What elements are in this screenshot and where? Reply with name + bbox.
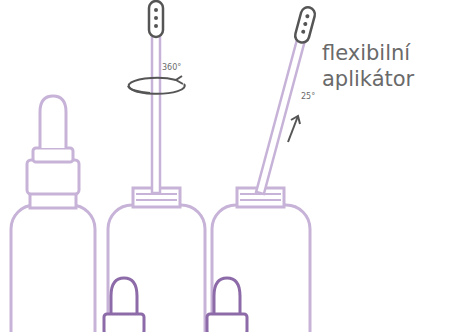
angle-label: 360° bbox=[162, 63, 181, 73]
callout-text: flexibilní aplikátor bbox=[322, 40, 450, 93]
dropper-bottle bbox=[11, 96, 95, 332]
angle-label: 25° bbox=[301, 92, 315, 102]
